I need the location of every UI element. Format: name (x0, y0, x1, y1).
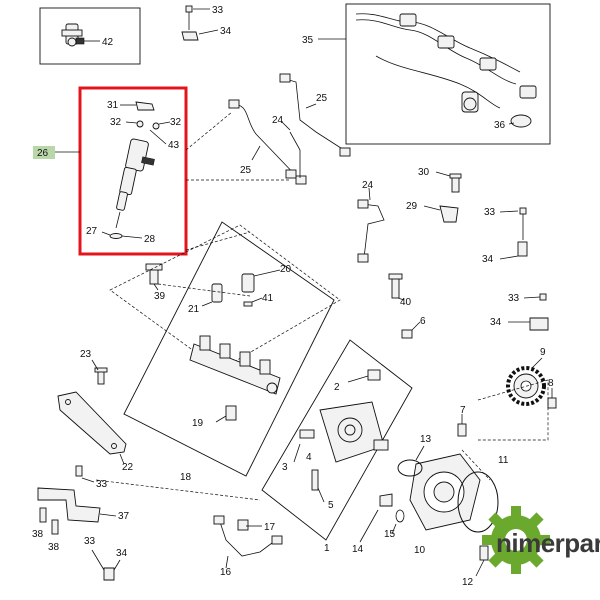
mid-parts (145, 263, 421, 339)
callout-labels: 42 33 34 35 36 31 32 32 43 26 27 28 25 2… (32, 5, 554, 588)
part-42-sensor (61, 23, 85, 47)
callout-34: 34 (482, 254, 494, 265)
callout-19: 19 (192, 418, 204, 429)
part-33-34-top (181, 5, 219, 41)
callout-27: 27 (86, 226, 98, 237)
callout-8: 8 (548, 378, 554, 389)
callout-28: 28 (144, 234, 156, 245)
callout-25: 25 (240, 165, 252, 176)
callout-14: 14 (352, 544, 364, 555)
fuel-lines (228, 73, 385, 263)
wiring-harness-group (318, 3, 551, 145)
right-column-parts (423, 171, 549, 331)
part-26-tag (33, 146, 55, 159)
callout-33: 33 (484, 207, 496, 218)
fuel-line-16 (213, 515, 283, 569)
callout-29: 29 (406, 201, 418, 212)
callout-3: 3 (282, 462, 288, 473)
callout-18: 18 (180, 472, 192, 483)
part-12 (479, 545, 489, 561)
bracket-37 (37, 465, 261, 581)
callout-12: 12 (462, 577, 474, 588)
part-8 (547, 397, 557, 409)
callout-17: 17 (264, 522, 276, 533)
o-ring-13 (397, 459, 423, 477)
pump-housing-10 (409, 453, 481, 531)
bracket-22 (57, 359, 127, 465)
callout-37: 37 (118, 511, 130, 522)
callout-33: 33 (508, 293, 520, 304)
gear-9 (506, 357, 546, 406)
callout-30: 30 (418, 167, 430, 178)
callout-20: 20 (280, 264, 292, 275)
callout-43: 43 (168, 140, 180, 151)
part-14 (379, 493, 393, 507)
highlight-box (78, 86, 188, 256)
injector (115, 138, 155, 229)
callout-6: 6 (420, 316, 426, 327)
callout-1: 1 (324, 543, 330, 554)
part-42-group (39, 7, 141, 65)
fuel-rail (189, 335, 281, 423)
callout-42: 42 (102, 37, 114, 48)
callout-38: 38 (48, 542, 60, 553)
callout-31: 31 (107, 100, 119, 111)
callout-35: 35 (302, 35, 314, 46)
callout-33: 33 (212, 5, 224, 16)
callout-15: 15 (384, 529, 396, 540)
callout-33: 33 (84, 536, 96, 547)
callout-41: 41 (262, 293, 274, 304)
callout-32: 32 (170, 117, 182, 128)
o-ring-11 (457, 471, 499, 533)
callout-7: 7 (460, 405, 466, 416)
callout-24: 24 (362, 180, 374, 191)
callout-32: 32 (110, 117, 122, 128)
callout-34: 34 (220, 26, 232, 37)
callout-23: 23 (80, 349, 92, 360)
callout-36: 36 (494, 120, 506, 131)
callout-10: 10 (414, 545, 426, 556)
callout-34: 34 (490, 317, 502, 328)
callout-39: 39 (154, 291, 166, 302)
callout-24: 24 (272, 115, 284, 126)
callout-34: 34 (116, 548, 128, 559)
part-15 (395, 509, 405, 523)
injection-pump (299, 369, 389, 463)
callout-5: 5 (328, 500, 334, 511)
callout-33: 33 (96, 479, 108, 490)
callout-26: 26 (37, 148, 49, 159)
callout-25: 25 (316, 93, 328, 104)
callout-16: 16 (220, 567, 232, 578)
callout-22: 22 (122, 462, 134, 473)
gear-icon (482, 506, 550, 574)
injection-pump-group (261, 339, 413, 541)
part-31-clamp (135, 101, 155, 111)
callout-21: 21 (188, 304, 200, 315)
callout-4: 4 (306, 452, 312, 463)
callout-13: 13 (420, 434, 432, 445)
injector-group (78, 86, 188, 256)
part-7 (457, 423, 467, 437)
callout-9: 9 (540, 347, 546, 358)
callout-38: 38 (32, 529, 44, 540)
brand-watermark: nimerparts (496, 528, 600, 558)
callout-40: 40 (400, 297, 412, 308)
callout-11: 11 (498, 455, 509, 466)
callout-2: 2 (334, 382, 340, 393)
